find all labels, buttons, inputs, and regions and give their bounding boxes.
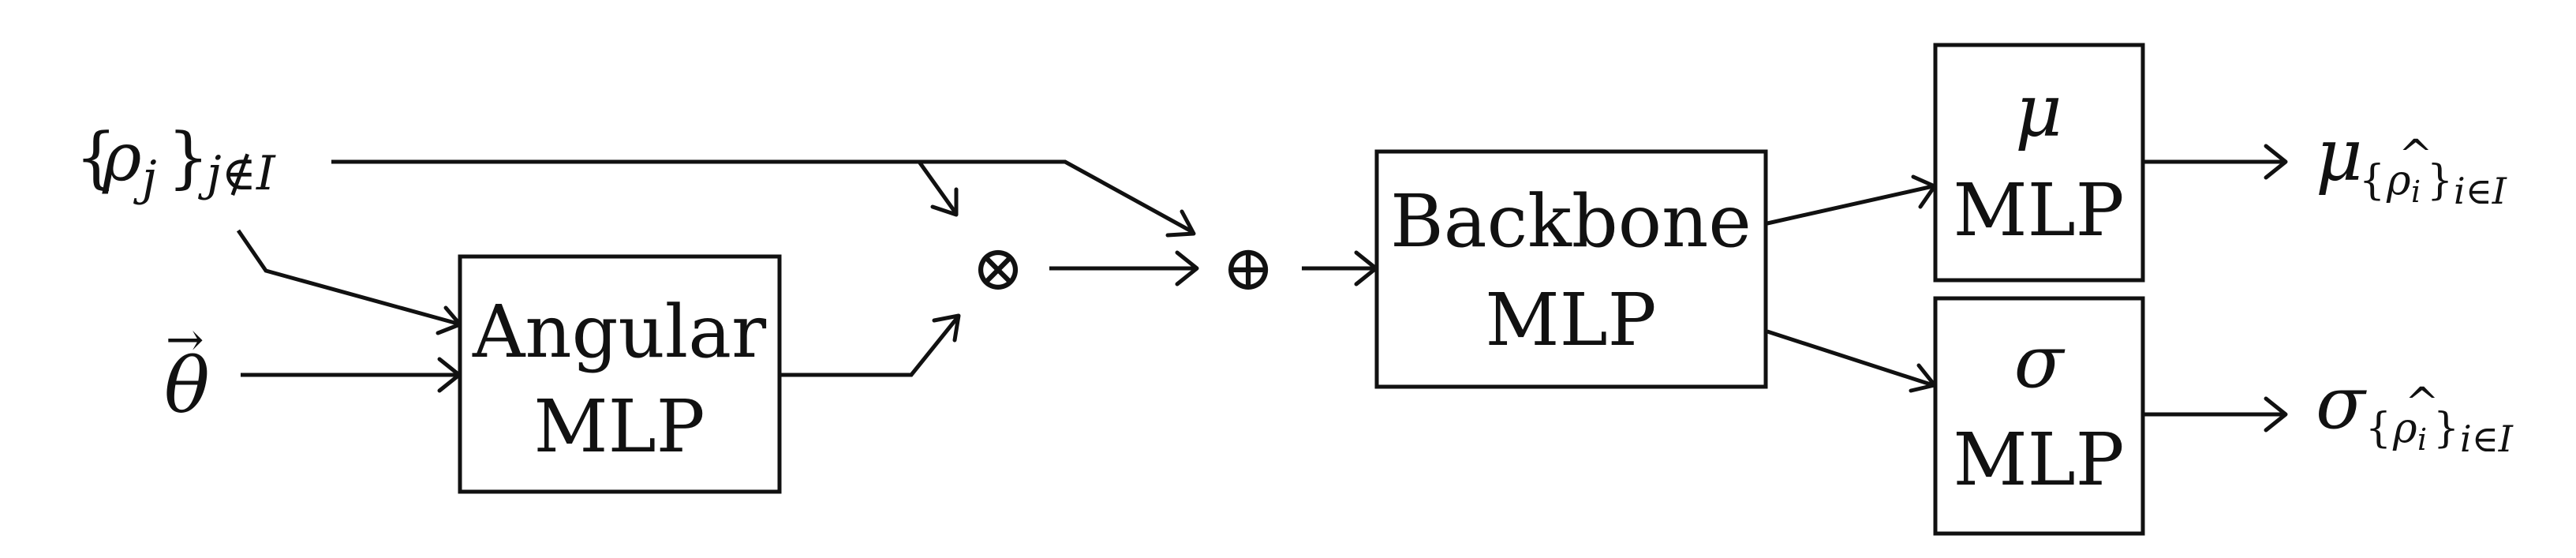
rho-set-subscript: j∉I — [198, 146, 276, 201]
backbone-mlp-box — [1374, 149, 1768, 389]
sigma-mlp-symbol: σ — [2014, 320, 2066, 404]
mu-output-symbol: μ — [2316, 113, 2363, 197]
rho-symbol: ρ — [102, 118, 141, 196]
mu-output-inner-symbol: ρ — [2386, 157, 2411, 204]
mu-output-hat: ^ — [2398, 132, 2433, 179]
sigma-mlp-box — [1933, 296, 2145, 536]
angular-mlp-block: Angular MLP — [458, 254, 782, 494]
sigma-output-inner-symbol: ρ — [2392, 405, 2417, 452]
mu-mlp-subtitle: MLP — [1953, 168, 2124, 253]
mu-mlp-symbol: μ — [2015, 69, 2062, 153]
theta-input-label: θ → — [164, 313, 210, 430]
sigma-output-set-subscript: i∈I — [2460, 418, 2514, 460]
rho-close-brace: } — [167, 118, 209, 196]
wire-rho-to-multiply — [331, 159, 957, 213]
arrowhead-mu-output — [2264, 144, 2288, 180]
mu-output-open-brace: { — [2359, 157, 2385, 204]
sigma-output-hat: ^ — [2405, 380, 2440, 427]
sigma-output-symbol: σ — [2316, 361, 2367, 445]
backbone-mlp-subtitle: MLP — [1485, 278, 1656, 362]
add-operator: ⊕ — [1221, 231, 1274, 305]
wire-rho-to-add — [919, 159, 1193, 234]
arrowhead-angular-to-multiply — [932, 313, 961, 343]
sigma-output-close-brace: } — [2433, 405, 2459, 452]
wire-backbone-to-sigma — [1767, 329, 1934, 388]
sigma-output-inner-index: i — [2417, 422, 2427, 457]
wire-backbone-to-mu — [1767, 184, 1934, 226]
wire-rho-to-angular — [236, 229, 458, 326]
mu-output-inner-index: i — [2411, 174, 2421, 209]
theta-vector-mark: → — [166, 313, 204, 366]
backbone-mlp-title: Backbone — [1390, 179, 1752, 264]
mu-mlp-box — [1933, 43, 2145, 283]
rho-input-label: { ρ j } j∉I — [75, 118, 276, 206]
theta-symbol: θ — [164, 342, 210, 430]
sigma-output-label: σ { ^ ρ i } i∈I — [2316, 361, 2514, 460]
backbone-mlp-block: Backbone MLP — [1374, 149, 1768, 389]
sigma-output-open-brace: { — [2365, 405, 2391, 452]
multiply-operator: ⊗ — [971, 231, 1024, 305]
angular-mlp-box — [458, 254, 782, 494]
angular-mlp-title: Angular — [472, 290, 766, 374]
angular-mlp-subtitle: MLP — [533, 384, 705, 469]
arrowhead-multiply-to-add — [1175, 250, 1199, 286]
sigma-mlp-block: σ MLP — [1933, 296, 2145, 536]
rho-open-brace: { — [75, 118, 117, 196]
mu-output-close-brace: } — [2427, 157, 2453, 204]
arrowhead-sigma-output — [2264, 396, 2288, 433]
mu-mlp-block: μ MLP — [1933, 43, 2145, 283]
mu-output-set-subscript: i∈I — [2454, 170, 2507, 212]
sigma-mlp-subtitle: MLP — [1953, 418, 2124, 502]
wire-angular-to-multiply — [781, 316, 959, 377]
arrowhead-rho-to-multiply — [930, 187, 959, 217]
arrowhead-rho-to-add — [1165, 209, 1196, 238]
mu-output-label: μ { ^ ρ i } i∈I — [2316, 113, 2507, 212]
